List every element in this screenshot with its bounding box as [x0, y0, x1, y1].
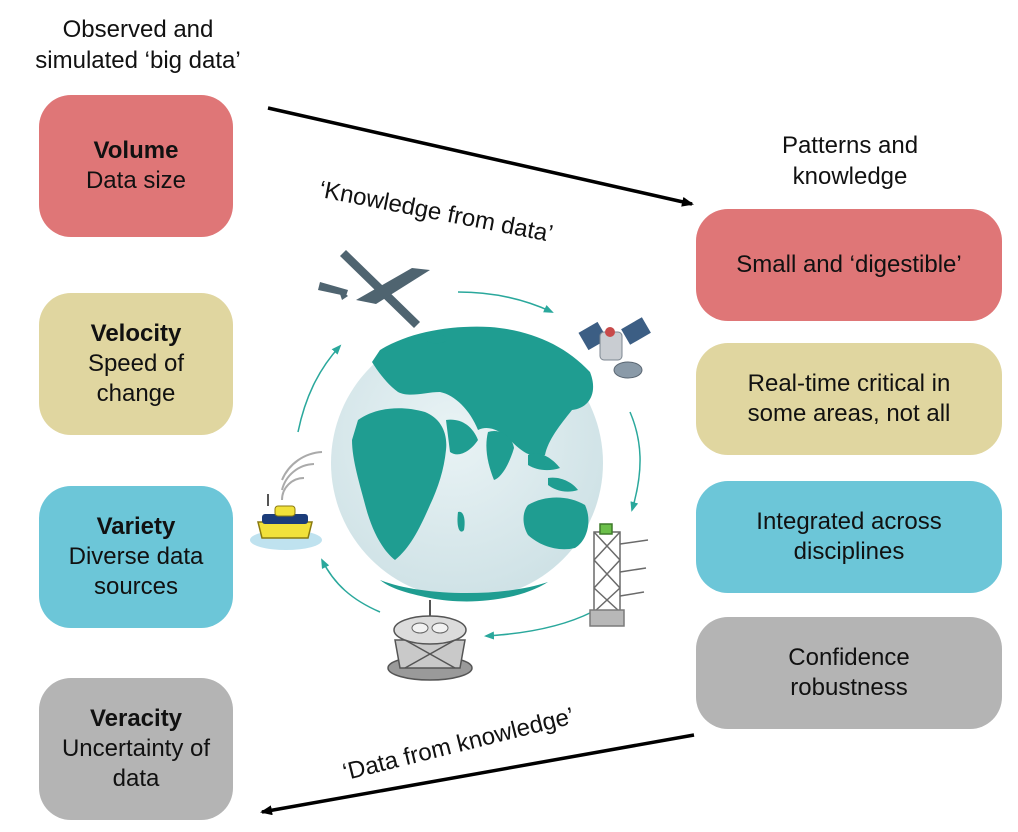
- veracity-title: Veracity: [89, 705, 183, 732]
- buoy-icon: [250, 451, 323, 550]
- outcome-integrated: Integrated across disciplines: [696, 481, 1002, 593]
- data-from-knowledge-arrow: [260, 733, 695, 816]
- cycle-arrows: [297, 291, 641, 640]
- outcome-confidence-text: Confidence robustness: [788, 644, 910, 701]
- veracity-box: Veracity Uncertainty of data: [39, 678, 233, 820]
- heading-patterns-knowledge: Patterns and knowledge: [781, 132, 919, 190]
- variety-title: Variety: [96, 513, 176, 540]
- tower-icon: [589, 523, 649, 627]
- volume-title: Volume: [93, 137, 179, 164]
- globe-icon: [331, 326, 603, 602]
- velocity-subtitle: Speed of change: [87, 350, 185, 407]
- outcome-digestible: Small and ‘digestible’: [696, 209, 1002, 321]
- drone-icon: [318, 250, 430, 328]
- outcome-real-time: Real-time critical in some areas, not al…: [696, 343, 1002, 455]
- outcome-digestible-text: Small and ‘digestible’: [736, 251, 962, 278]
- velocity-title: Velocity: [90, 320, 182, 347]
- veracity-subtitle: Uncertainty of data: [61, 735, 211, 792]
- satellite-icon: [578, 317, 651, 379]
- heading-observed-big-data: Observed and simulated ‘big data’: [35, 16, 241, 74]
- outcome-real-time-text: Real-time critical in some areas, not al…: [747, 370, 951, 427]
- outcome-confidence: Confidence robustness: [696, 617, 1002, 729]
- knowledge-from-data-arrow: [267, 106, 694, 207]
- variety-subtitle: Diverse data sources: [68, 543, 204, 600]
- velocity-box: Velocity Speed of change: [39, 293, 233, 435]
- outcome-integrated-text: Integrated across disciplines: [756, 508, 942, 565]
- variety-box: Variety Diverse data sources: [39, 486, 233, 628]
- volume-box: Volume Data size: [39, 95, 233, 237]
- volume-subtitle: Data size: [85, 167, 187, 194]
- telescope-icon: [387, 600, 473, 681]
